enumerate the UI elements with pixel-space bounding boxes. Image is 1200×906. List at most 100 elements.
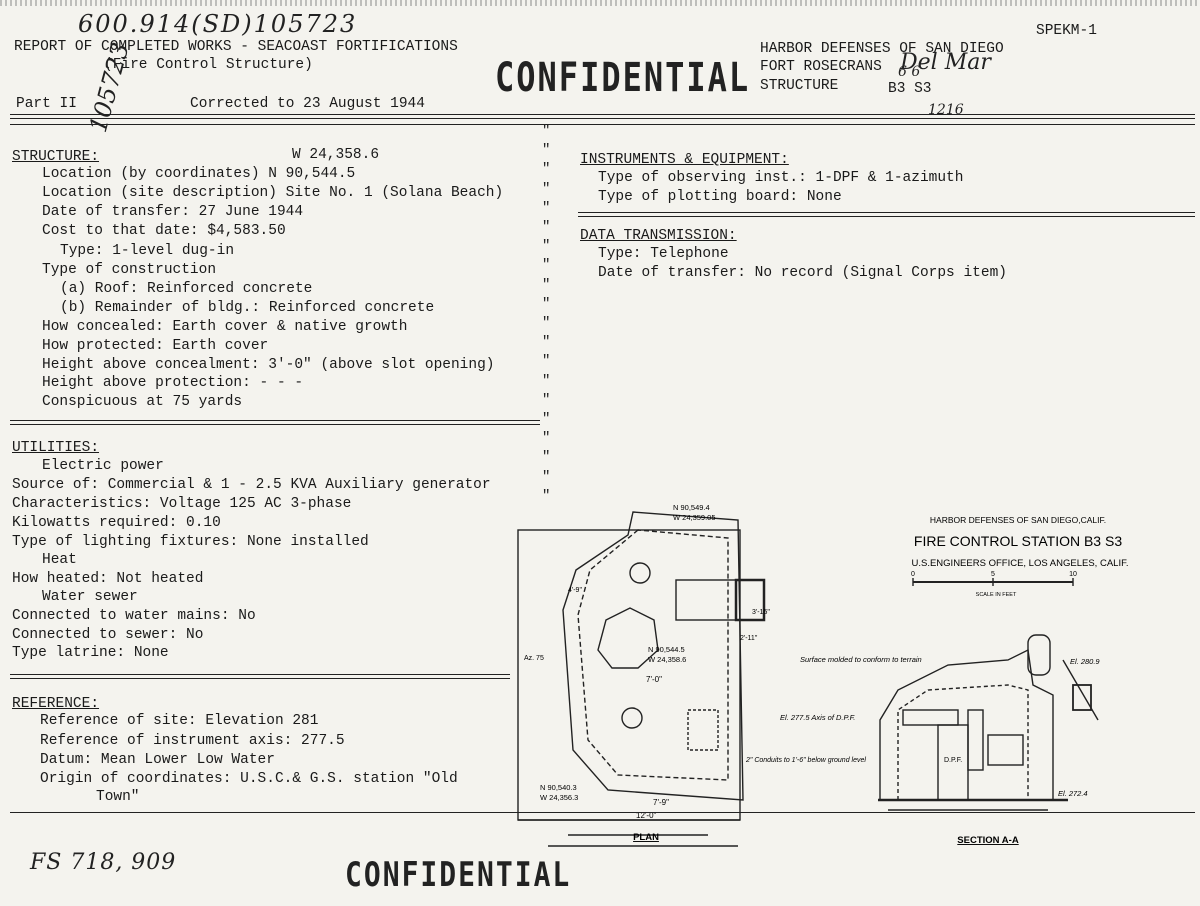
utilities-line: Characteristics: Voltage 125 AC 3-phase bbox=[12, 496, 352, 512]
plan-circle-top bbox=[629, 562, 651, 584]
structure-code: B3 S3 bbox=[888, 81, 932, 97]
handwritten-file-number: 600.914(SD)105723 bbox=[78, 10, 358, 38]
section-rule bbox=[578, 212, 1195, 217]
report-title: REPORT OF COMPLETED WORKS - SEACOAST FOR… bbox=[14, 39, 458, 55]
structure-heading: STRUCTURE: bbox=[12, 149, 100, 165]
reference-line: Reference of site: Elevation 281 bbox=[40, 713, 319, 729]
plan-inner-wall bbox=[577, 529, 729, 781]
data-transmission-heading: DATA TRANSMISSION: bbox=[580, 228, 737, 244]
utilities-line: Type latrine: None bbox=[12, 645, 169, 661]
plan-box-lower bbox=[687, 709, 719, 751]
reference-heading: REFERENCE: bbox=[12, 696, 100, 712]
plan-circle-bottom bbox=[621, 707, 643, 729]
coord-top-w: W 24,359.05 bbox=[673, 513, 716, 522]
structure-line: Type: 1-level dug-in bbox=[60, 243, 235, 259]
confidential-stamp-top: CONFIDENTIAL bbox=[495, 53, 751, 101]
top-border bbox=[0, 0, 1200, 6]
note-axis: El. 277.5 Axis of D.P.F. bbox=[780, 713, 855, 722]
report-subtitle: (Fire Control Structure) bbox=[104, 57, 313, 73]
utilities-line: Kilowatts required: 0.10 bbox=[12, 515, 221, 531]
fire-control-drawing: HARBOR DEFENSES OF SAN DIEGO,CALIF. FIRE… bbox=[517, 503, 1129, 847]
dim-4-9: 4'-9" bbox=[568, 587, 582, 594]
note-surface: Surface molded to conform to terrain bbox=[800, 655, 922, 664]
utilities-line: How heated: Not heated bbox=[12, 571, 204, 587]
section-rule bbox=[10, 674, 510, 679]
dim-7-0: 7'-0" bbox=[646, 675, 662, 684]
structure-code-hand: 6 6 bbox=[898, 64, 921, 80]
dim-7-9: 7'-9" bbox=[653, 798, 669, 807]
plan-label: PLAN bbox=[633, 832, 659, 843]
header-rule bbox=[10, 114, 1195, 119]
drawing-title: FIRE CONTROL STATION B3 S3 bbox=[914, 533, 1122, 549]
structure-line: (a) Roof: Reinforced concrete bbox=[60, 281, 313, 297]
confidential-stamp-bottom: CONFIDENTIAL bbox=[345, 854, 572, 895]
note-conduits: 2" Conduits to 1'-6" below ground level bbox=[745, 757, 866, 764]
instruments-heading: INSTRUMENTS & EQUIPMENT: bbox=[580, 152, 789, 168]
section-rule bbox=[10, 420, 540, 425]
scale-tick: 10 bbox=[1069, 571, 1077, 578]
scale-label: SCALE IN FEET bbox=[976, 592, 1017, 598]
reference-line: Origin of coordinates: U.S.C.& G.S. stat… bbox=[40, 771, 458, 787]
utilities-heading: UTILITIES: bbox=[12, 440, 100, 456]
section-label: SECTION A-A bbox=[957, 835, 1019, 846]
part-label: Part II bbox=[16, 96, 77, 112]
corrected-date: Corrected to 23 August 1944 bbox=[190, 96, 425, 112]
utilities-line: Source of: Commercial & 1 - 2.5 KVA Auxi… bbox=[12, 477, 491, 493]
coord-bot: N 90,540.3 bbox=[540, 783, 577, 792]
plan-outer-wall bbox=[562, 511, 744, 801]
reference-line: Town" bbox=[96, 789, 140, 805]
section-vent bbox=[1027, 634, 1051, 676]
coord-bot-w: W 24,356.3 bbox=[540, 793, 578, 802]
column-divider: " " " " " " " " " " " " " " " " " " " " bbox=[542, 123, 551, 504]
fort-handwritten: Del Mar bbox=[900, 50, 991, 75]
structure-line: Conspicuous at 75 yards bbox=[42, 394, 243, 410]
structure-line: Height above protection: - - - bbox=[42, 375, 304, 391]
structure-line: Height above concealment: 3'-0" (above s… bbox=[42, 357, 495, 373]
structure-line: Location (site description) Site No. 1 (… bbox=[42, 185, 504, 201]
azimuth-label: Az. 75 bbox=[524, 655, 544, 662]
data-transmission-line: Date of transfer: No record (Signal Corp… bbox=[598, 265, 1007, 281]
structure-line: Date of transfer: 27 June 1944 bbox=[42, 204, 304, 220]
structure-coord-w: W 24,358.6 bbox=[292, 147, 380, 163]
dpf-label: D.P.F. bbox=[944, 757, 962, 764]
plan-drawing: HARBOR DEFENSES OF SAN DIEGO,CALIF. FIRE… bbox=[508, 500, 1198, 850]
dim-12-0: 12'-0" bbox=[636, 811, 657, 820]
utilities-line: Electric power bbox=[42, 458, 164, 474]
structure-line: How protected: Earth cover bbox=[42, 338, 269, 354]
structure-line: How concealed: Earth cover & native grow… bbox=[42, 319, 408, 335]
utilities-line: Connected to sewer: No bbox=[12, 627, 204, 643]
plan-octagon bbox=[597, 607, 659, 669]
instruments-line: Type of observing inst.: 1-DPF & 1-azimu… bbox=[598, 170, 964, 186]
instruments-line: Type of plotting board: None bbox=[598, 189, 842, 205]
coord-top: N 90,549.4 bbox=[673, 503, 710, 512]
utilities-line: Type of lighting fixtures: None installe… bbox=[12, 534, 369, 550]
drawing-office: U.S.ENGINEERS OFFICE, LOS ANGELES, CALIF… bbox=[912, 558, 1129, 569]
section-outline bbox=[879, 648, 1054, 801]
drawing-org: HARBOR DEFENSES OF SAN DIEGO,CALIF. bbox=[930, 515, 1106, 525]
elevation-bottom: El. 272.4 bbox=[1058, 789, 1088, 798]
structure-line: Type of construction bbox=[42, 262, 217, 278]
plan-border bbox=[517, 529, 741, 821]
scale-tick: 5 bbox=[991, 571, 995, 578]
form-code: SPEKM-1 bbox=[1036, 23, 1097, 39]
data-transmission-line: Type: Telephone bbox=[598, 246, 729, 262]
coord-mid: N 90,544.5 bbox=[648, 645, 685, 654]
elevation-top: El. 280.9 bbox=[1070, 657, 1100, 666]
utilities-line: Heat bbox=[42, 552, 77, 568]
structure-line: (b) Remainder of bldg.: Reinforced concr… bbox=[60, 300, 435, 316]
plan-slot bbox=[734, 578, 766, 622]
harbor-name: HARBOR DEFENSES OF SAN DIEGO bbox=[760, 41, 1004, 57]
utilities-line: Water sewer bbox=[42, 589, 138, 605]
structure-label: STRUCTURE bbox=[760, 78, 839, 94]
scale-tick: 0 bbox=[911, 571, 915, 578]
structure-line: Location (by coordinates) N 90,544.5 bbox=[42, 166, 356, 182]
structure-line: Cost to that date: $4,583.50 bbox=[42, 223, 286, 239]
dim-3-15: 3'-15" bbox=[752, 609, 770, 616]
dim-2-11: 2'-11" bbox=[740, 635, 758, 642]
plan-box bbox=[675, 579, 737, 621]
footer-rule bbox=[10, 812, 1195, 813]
utilities-line: Connected to water mains: No bbox=[12, 608, 256, 624]
reference-line: Reference of instrument axis: 277.5 bbox=[40, 733, 345, 749]
header-rule-lower bbox=[10, 124, 1195, 125]
